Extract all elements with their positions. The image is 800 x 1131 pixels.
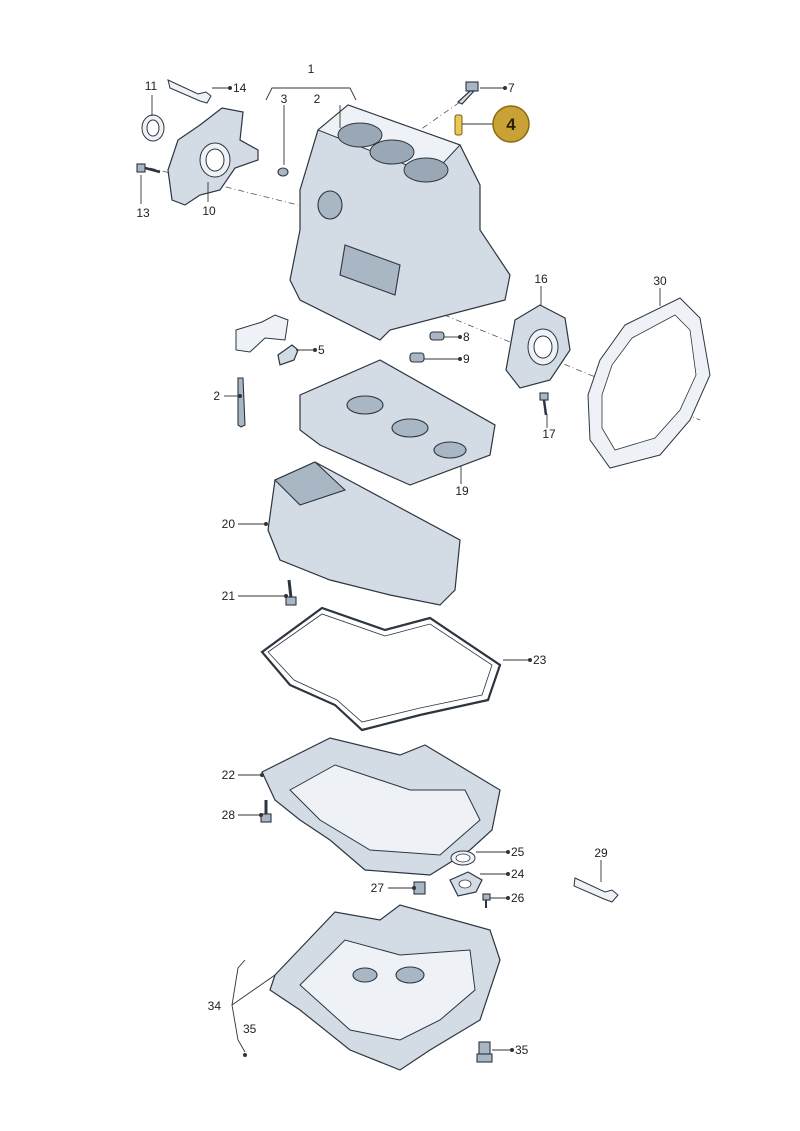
part-3-dowel[interactable] — [277, 167, 289, 177]
label-17: 17 — [542, 427, 556, 441]
part-22-oil-pan-shell[interactable] — [261, 737, 501, 876]
label-16: 16 — [534, 272, 548, 286]
label-10: 10 — [202, 204, 216, 218]
label-2-left: 2 — [213, 389, 220, 403]
label-35-right: 35 — [515, 1043, 529, 1057]
part-17-bolt[interactable] — [539, 392, 549, 416]
leader-lines — [140, 87, 661, 1053]
label-24: 24 — [511, 867, 525, 881]
part-13-bolt[interactable] — [136, 163, 161, 174]
part-21-bolt[interactable] — [285, 579, 297, 606]
leader-dots — [228, 86, 532, 1057]
part-2-bearing-cap[interactable] — [235, 314, 289, 428]
part-7-screw[interactable] — [456, 81, 479, 105]
part-4-bush[interactable] — [454, 114, 463, 136]
label-34: 34 — [208, 999, 222, 1013]
part-25-seal-ring[interactable] — [450, 850, 476, 866]
part-14-sealant-tube[interactable] — [167, 79, 212, 104]
label-25: 25 — [511, 845, 525, 859]
part-24-flange[interactable] — [449, 871, 483, 897]
label-21: 21 — [222, 589, 236, 603]
label-7: 7 — [508, 81, 515, 95]
part-30-intermediate-plate[interactable] — [587, 297, 711, 469]
label-8: 8 — [463, 330, 470, 344]
part-34-lower-oil-pan[interactable] — [269, 904, 501, 1071]
label-19: 19 — [455, 484, 469, 498]
part-16-sealing-flange[interactable] — [505, 304, 571, 389]
part-9-pin[interactable] — [409, 352, 425, 363]
part-35-drain-plug[interactable] — [476, 1041, 493, 1063]
part-10-sealing-flange[interactable] — [167, 107, 259, 206]
label-22: 22 — [222, 768, 236, 782]
part-20-upper-oil-pan[interactable] — [267, 461, 461, 606]
highlight-callout-4[interactable]: 4 — [492, 105, 530, 143]
label-28: 28 — [222, 808, 236, 822]
part-26-bolt[interactable] — [482, 893, 491, 908]
part-19-baffle[interactable] — [299, 359, 496, 486]
label-27: 27 — [371, 881, 385, 895]
label-14: 14 — [233, 81, 247, 95]
callout-label-4: 4 — [506, 115, 516, 134]
part-29-sealant-tube[interactable] — [573, 877, 619, 903]
part-23-gasket[interactable] — [260, 606, 502, 732]
label-13: 13 — [136, 206, 150, 220]
part-28-bolt[interactable] — [260, 800, 272, 823]
label-20: 20 — [222, 517, 236, 531]
label-2-top: 2 — [314, 92, 321, 106]
label-3: 3 — [281, 92, 288, 106]
part-5-oil-jet[interactable] — [277, 344, 299, 366]
label-5: 5 — [318, 343, 325, 357]
label-35-left: 35 — [243, 1022, 257, 1036]
label-29: 29 — [594, 846, 608, 860]
label-11: 11 — [145, 79, 158, 93]
part-1-cylinder-block[interactable] — [289, 104, 511, 341]
label-23: 23 — [533, 653, 547, 667]
part-labels: 1 3 2 11 14 7 13 10 5 8 9 2 16 17 30 19 … — [136, 62, 667, 1057]
label-30: 30 — [653, 274, 667, 288]
label-9: 9 — [463, 352, 470, 366]
label-26: 26 — [511, 891, 525, 905]
part-8-pin[interactable] — [429, 331, 445, 341]
label-1: 1 — [308, 62, 315, 76]
part-11-seal-ring[interactable] — [141, 114, 165, 142]
